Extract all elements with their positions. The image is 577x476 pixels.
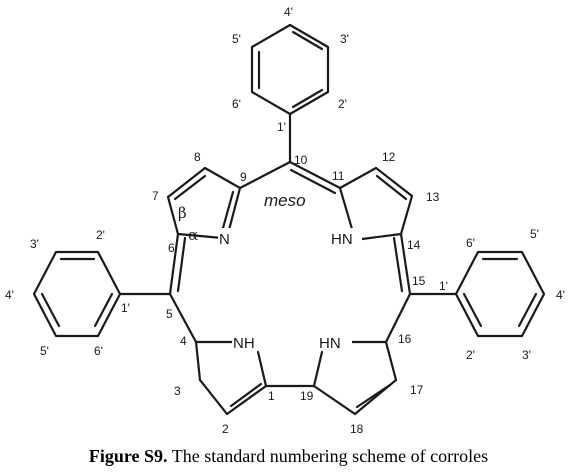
figure-caption-text: The standard numbering scheme of corrole… bbox=[171, 446, 489, 466]
position-3: 3 bbox=[174, 384, 181, 398]
position-2: 2 bbox=[222, 422, 229, 436]
phenyl-right-position-2: 2' bbox=[466, 348, 475, 362]
phenyl-left-position-2: 2' bbox=[96, 228, 105, 242]
atom-nh-bottom-left: NH bbox=[233, 335, 255, 352]
phenyl-left-position-6: 6' bbox=[94, 344, 103, 358]
phenyl-right-numbering: 1' 2' 3' 4' 5' 6' bbox=[439, 227, 565, 362]
position-16: 16 bbox=[398, 332, 412, 346]
beta-label: β bbox=[178, 204, 187, 222]
phenyl-ring-left bbox=[32, 250, 172, 338]
figure-caption-label: Figure S9. bbox=[88, 446, 168, 466]
position-1: 1 bbox=[268, 389, 275, 403]
phenyl-top-position-4: 4' bbox=[284, 5, 293, 19]
phenyl-left-position-4: 4' bbox=[5, 288, 14, 302]
phenyl-right-position-6: 6' bbox=[466, 236, 475, 250]
macrocycle-numbering: 1 2 3 4 5 6 7 8 9 10 11 12 13 14 15 16 1… bbox=[152, 150, 440, 436]
position-12: 12 bbox=[382, 150, 396, 164]
phenyl-ring-top bbox=[250, 23, 330, 164]
position-8: 8 bbox=[194, 150, 201, 164]
position-4: 4 bbox=[180, 334, 187, 348]
position-6: 6 bbox=[168, 241, 175, 255]
phenyl-left-position-5: 5' bbox=[40, 344, 49, 358]
phenyl-right-position-3: 3' bbox=[522, 348, 531, 362]
phenyl-left-position-1: 1' bbox=[121, 301, 130, 315]
meso-label: meso bbox=[264, 191, 306, 210]
phenyl-top-position-2: 2' bbox=[338, 97, 347, 111]
phenyl-left-numbering: 1' 2' 3' 4' 5' 6' bbox=[5, 228, 130, 358]
alpha-label: α bbox=[188, 226, 198, 244]
figure-caption: Figure S9. The standard numbering scheme… bbox=[0, 446, 577, 467]
position-19: 19 bbox=[300, 389, 314, 403]
phenyl-top-position-1: 1' bbox=[277, 120, 286, 134]
phenyl-top-position-5: 5' bbox=[232, 32, 241, 46]
atom-labels: N HN NH HN bbox=[218, 228, 362, 352]
phenyl-top-position-3: 3' bbox=[340, 32, 349, 46]
phenyl-right-position-1: 1' bbox=[439, 279, 448, 293]
position-18: 18 bbox=[350, 422, 364, 436]
position-14: 14 bbox=[407, 238, 421, 252]
position-13: 13 bbox=[426, 190, 440, 204]
position-10: 10 bbox=[294, 153, 308, 167]
phenyl-left-position-3: 3' bbox=[30, 237, 39, 251]
corrole-macrocycle bbox=[166, 160, 414, 416]
phenyl-top-numbering: 1' 2' 3' 4' 5' 6' bbox=[232, 5, 349, 134]
atom-hn-right: HN bbox=[331, 231, 353, 248]
phenyl-ring-right bbox=[408, 250, 546, 338]
phenyl-right-position-4: 4' bbox=[556, 288, 565, 302]
position-15: 15 bbox=[412, 274, 426, 288]
position-11: 11 bbox=[332, 169, 345, 183]
position-17: 17 bbox=[410, 383, 424, 397]
atom-hn-bottom-right: HN bbox=[319, 335, 341, 352]
atom-n-left: N bbox=[219, 231, 230, 248]
position-7: 7 bbox=[152, 189, 159, 203]
phenyl-right-position-5: 5' bbox=[530, 227, 539, 241]
position-5: 5 bbox=[166, 307, 173, 321]
phenyl-top-position-6: 6' bbox=[232, 97, 241, 111]
position-9: 9 bbox=[240, 170, 247, 184]
